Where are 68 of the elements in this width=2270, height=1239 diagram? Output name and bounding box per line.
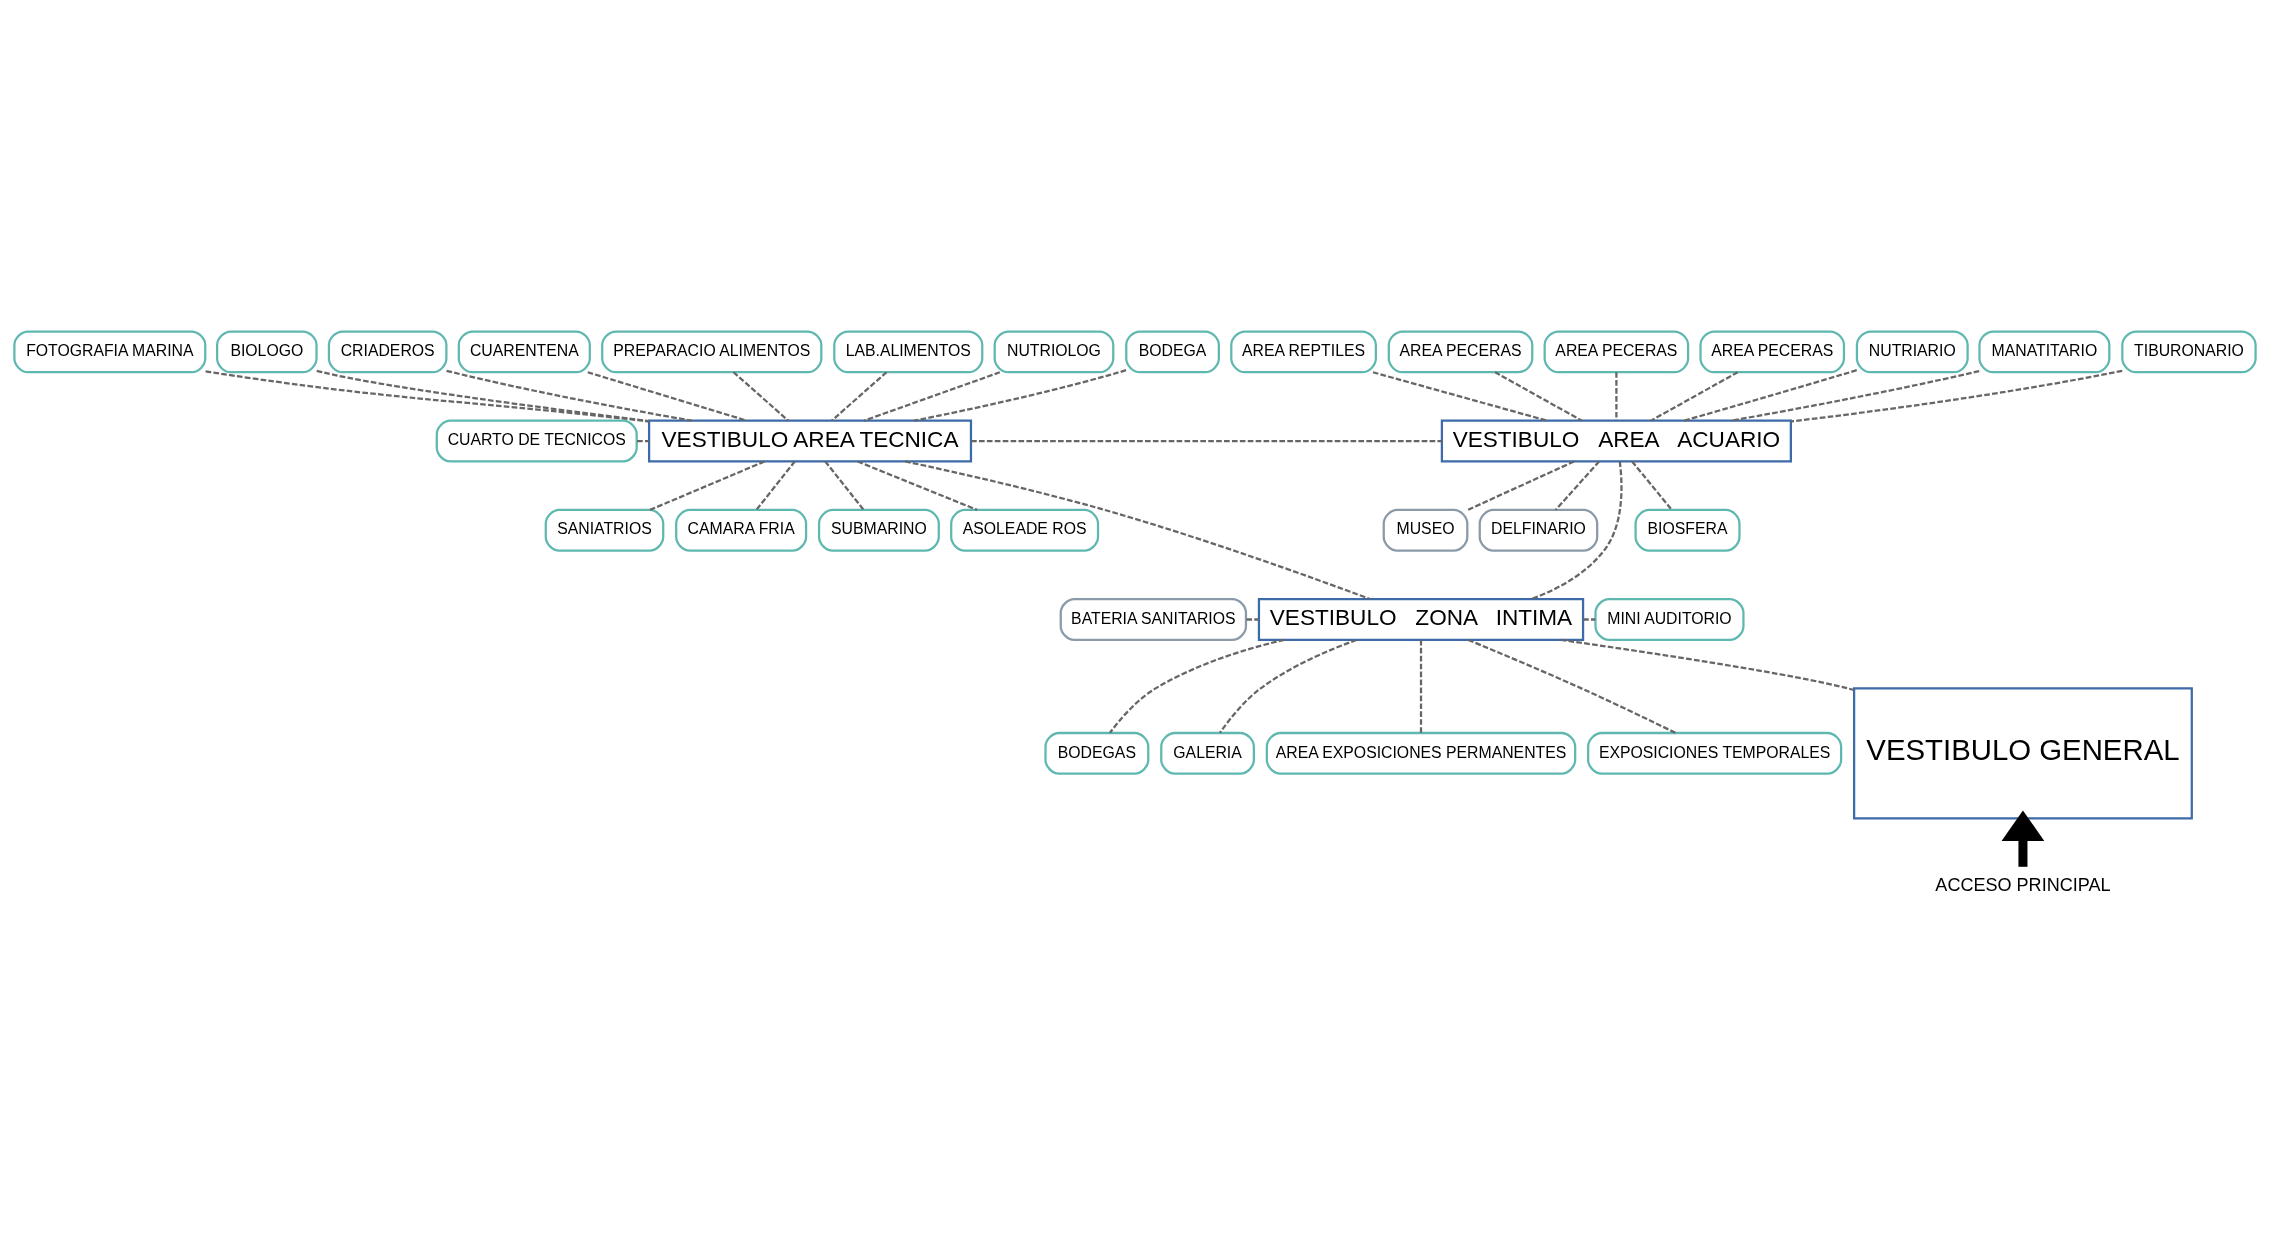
connector xyxy=(1246,618,1259,621)
node-box: AREA REPTILES xyxy=(1230,330,1377,374)
node-box: NUTRIARIO xyxy=(1855,330,1969,374)
connector xyxy=(905,460,1371,601)
node-box: ASOLEADE ROS xyxy=(950,508,1100,552)
node-box: AREA PECERAS xyxy=(1543,330,1690,374)
node-box: SANIATRIOS xyxy=(544,508,665,552)
connector xyxy=(1419,640,1423,733)
node-text: ACCESO PRINCIPAL xyxy=(1935,875,2111,896)
connector xyxy=(1615,372,1618,421)
connector xyxy=(316,369,650,423)
node-box: BIOLOGO xyxy=(216,330,318,374)
node-box: NUTRIOLOG xyxy=(993,330,1115,374)
node-box: FOTOGRAFIA MARINA xyxy=(13,330,207,374)
node-box: TIBURONARIO xyxy=(2121,330,2257,374)
connector xyxy=(1631,460,1673,511)
connector xyxy=(205,370,650,423)
connector xyxy=(1372,371,1548,422)
connector xyxy=(1790,369,2123,423)
node-box: CUARTO DE TECNICOS xyxy=(435,419,638,463)
node-box: PREPARACIO ALIMENTOS xyxy=(601,330,823,374)
node-box: AREA EXPOSICIONES PERMANENTES xyxy=(1265,731,1577,775)
node-box: VESTIBULO AREA TECNICA xyxy=(647,419,973,463)
connector xyxy=(1530,461,1623,601)
node-box: SUBMARINO xyxy=(817,508,940,552)
connector xyxy=(1560,638,1855,692)
node-box: AREA PECERAS xyxy=(1387,330,1534,374)
connector xyxy=(1554,460,1600,511)
node-box: AREA PECERAS xyxy=(1699,330,1846,374)
connector xyxy=(1683,369,1858,422)
connector xyxy=(857,460,978,511)
connector xyxy=(1583,618,1596,621)
node-box: VESTIBULO ZONA INTIMA xyxy=(1257,598,1585,641)
connector xyxy=(587,371,748,422)
node-box: EXPOSICIONES TEMPORALES xyxy=(1587,731,1843,775)
connector xyxy=(732,371,790,422)
connector xyxy=(1650,371,1739,422)
node-box: MUSEO xyxy=(1382,508,1469,552)
node-box: GALERIA xyxy=(1160,731,1255,775)
connector xyxy=(1494,371,1583,422)
connector xyxy=(1467,638,1676,734)
connector xyxy=(637,439,649,443)
node-box: MINI AUDITORIO xyxy=(1594,598,1745,641)
connector xyxy=(1730,369,1980,422)
connector xyxy=(1219,638,1357,734)
node-box: BATERIA SANITARIOS xyxy=(1059,598,1248,641)
node-box: BIOSFERA xyxy=(1634,508,1741,552)
node-box: BODEGAS xyxy=(1044,731,1150,775)
connector xyxy=(831,371,888,422)
node-box: CUARENTENA xyxy=(457,330,591,374)
connector xyxy=(913,369,1127,422)
connector xyxy=(1108,638,1285,734)
connector xyxy=(446,369,692,422)
node-box: VESTIBULO GENERAL xyxy=(1852,687,2193,820)
node-box: BODEGA xyxy=(1125,330,1220,374)
node-box: CRIADEROS xyxy=(327,330,448,374)
arrow xyxy=(2001,810,2045,867)
node-box: DELFINARIO xyxy=(1478,508,1599,552)
connector xyxy=(824,460,865,511)
connector xyxy=(755,460,796,511)
connector xyxy=(863,371,1001,422)
connector xyxy=(1466,460,1575,512)
connector xyxy=(649,460,765,511)
node-box: VESTIBULO AREA ACUARIO xyxy=(1440,419,1792,463)
connector xyxy=(971,439,1442,443)
node-box: MANATITARIO xyxy=(1978,330,2111,374)
node-box: LAB.ALIMENTOS xyxy=(833,330,984,374)
node-box: CAMARA FRIA xyxy=(675,508,808,552)
